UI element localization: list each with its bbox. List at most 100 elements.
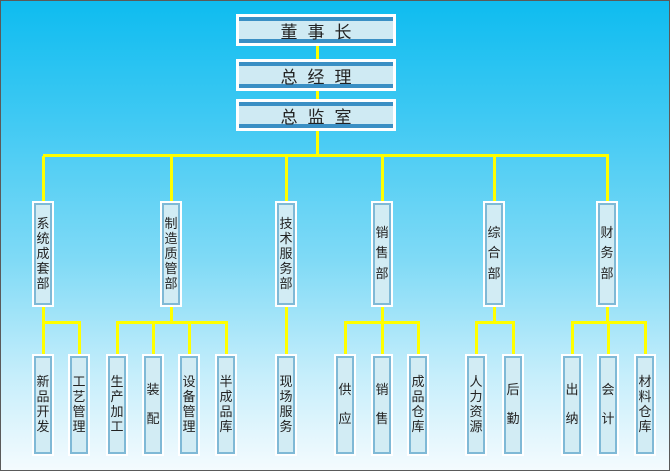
label-char: 财 (600, 225, 614, 241)
label-char: 术 (279, 231, 293, 247)
label-char: 销 (375, 383, 389, 398)
connector-manufacturing-quality-sub-1 (152, 323, 155, 355)
label-char: 人 (469, 375, 483, 390)
label-char: 服 (279, 405, 293, 420)
department-label: 制造质管部 (162, 203, 180, 305)
label-char: 仓 (411, 405, 425, 420)
label-char: 勤 (506, 412, 520, 427)
label-char: 部 (36, 276, 50, 292)
label-char: 新 (36, 375, 50, 390)
unit-label: 销售 (373, 356, 391, 454)
unit-label: 供应 (336, 356, 354, 454)
connector-general-affairs (493, 156, 496, 201)
connector-general-affairs-sub-0 (475, 323, 478, 355)
label-char: 材 (638, 375, 652, 390)
label-char: 部 (487, 267, 501, 283)
label-char: 管 (72, 405, 86, 420)
department-label: 技术服务部 (277, 203, 295, 305)
supervisor-office-label: 总监室 (239, 102, 393, 128)
unit-box: 设备管理 (178, 354, 200, 456)
department-label: 综合部 (485, 203, 503, 305)
unit-label: 后勤 (504, 356, 522, 454)
connector-sales-down (381, 307, 384, 323)
connector-sales-sub-bus (344, 321, 420, 324)
label-char: 品 (36, 390, 50, 405)
connector-system-integration-sub-0 (42, 323, 45, 355)
connector-department-bus (43, 154, 609, 157)
unit-label: 生产加工 (108, 356, 126, 454)
connector-manufacturing-quality-sub-0 (116, 323, 119, 355)
label-char: 系 (36, 216, 50, 232)
department-label: 系统成套部 (34, 203, 52, 305)
label-char: 场 (279, 390, 293, 405)
unit-label: 设备管理 (180, 356, 198, 454)
label-char: 半 (219, 375, 233, 390)
label-char: 生 (110, 375, 124, 390)
label-char: 售 (375, 246, 389, 262)
connector-sales-sub-0 (344, 323, 347, 355)
unit-box: 会计 (597, 354, 619, 456)
unit-label: 出纳 (563, 356, 581, 454)
connector-finance-down (606, 307, 609, 323)
label-char: 工 (110, 420, 124, 435)
connector-sales-sub-2 (417, 323, 420, 355)
label-char: 装 (146, 383, 160, 398)
label-char: 设 (182, 375, 196, 390)
supervisor-office-box: 总监室 (236, 99, 396, 131)
label-char: 部 (375, 267, 389, 283)
connector-finance-sub-bus (571, 321, 647, 324)
label-char: 应 (338, 412, 352, 427)
connector-general-affairs-sub-bus (475, 321, 515, 324)
label-char: 产 (110, 390, 124, 405)
label-char: 质 (164, 246, 178, 262)
department-label: 销售部 (373, 203, 391, 305)
label-char: 部 (600, 267, 614, 283)
label-char: 服 (279, 246, 293, 262)
unit-box: 生产加工 (106, 354, 128, 456)
unit-box: 成品仓库 (407, 354, 429, 456)
label-char: 计 (601, 412, 615, 427)
label-char: 务 (600, 246, 614, 262)
label-char: 力 (469, 390, 483, 405)
connector-gm-supervisor (316, 91, 319, 99)
label-char: 统 (36, 231, 50, 247)
department-box-finance: 财务部 (596, 201, 618, 307)
department-box-sales: 销售部 (371, 201, 393, 307)
connector-finance-sub-0 (571, 323, 574, 355)
connector-sales (381, 156, 384, 201)
label-char: 造 (164, 231, 178, 247)
connector-supervisor-bus (316, 131, 319, 156)
connector-finance (606, 156, 609, 201)
label-char: 加 (110, 405, 124, 420)
label-char: 套 (36, 261, 50, 277)
connector-manufacturing-quality-sub-2 (188, 323, 191, 355)
unit-box: 销售 (371, 354, 393, 456)
label-char: 料 (638, 390, 652, 405)
connector-system-integration-sub-1 (78, 323, 81, 355)
connector-manufacturing-quality (170, 156, 173, 201)
label-char: 部 (164, 276, 178, 292)
unit-box: 装配 (142, 354, 164, 456)
label-char: 仓 (638, 405, 652, 420)
label-char: 销 (375, 225, 389, 241)
connector-sales-sub-1 (381, 323, 384, 355)
unit-box: 后勤 (502, 354, 524, 456)
connector-manufacturing-quality-sub-3 (225, 323, 228, 355)
connector-technical-service-sub-0 (285, 307, 288, 355)
unit-box: 人力资源 (465, 354, 487, 456)
label-char: 成 (36, 246, 50, 262)
label-char: 会 (601, 383, 615, 398)
label-char: 售 (375, 412, 389, 427)
label-char: 理 (72, 420, 86, 435)
connector-system-integration-sub-bus (42, 321, 81, 324)
label-char: 理 (182, 420, 196, 435)
label-char: 现 (279, 375, 293, 390)
unit-label: 会计 (599, 356, 617, 454)
label-char: 供 (338, 383, 352, 398)
label-char: 合 (487, 246, 501, 262)
label-char: 成 (411, 375, 425, 390)
unit-box: 出纳 (561, 354, 583, 456)
label-char: 库 (411, 420, 425, 435)
unit-label: 装配 (144, 356, 162, 454)
label-char: 出 (565, 383, 579, 398)
